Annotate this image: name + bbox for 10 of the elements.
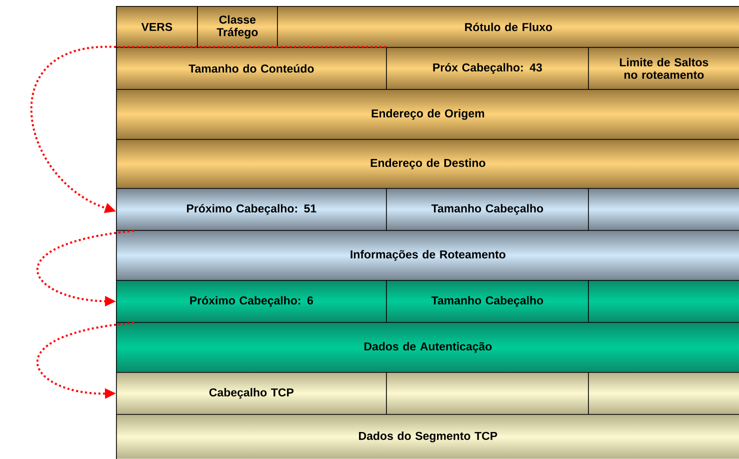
field-cell: Próx Cabeçalho: 43 xyxy=(386,47,589,90)
field-cell: Cabeçalho TCP xyxy=(116,372,387,415)
field-cell: Tamanho Cabeçalho xyxy=(386,188,589,231)
arrow xyxy=(30,46,386,213)
field-cell: Tamanho Cabeçalho xyxy=(386,280,589,323)
field-cell: Classe Tráfego xyxy=(197,6,278,48)
field-cell: Próximo Cabeçalho: 6 xyxy=(116,280,387,323)
field-cell: Limite de Saltos no roteamento xyxy=(588,47,739,90)
field-cell: VERS xyxy=(116,6,198,48)
field-cell: Próximo Cabeçalho: 51 xyxy=(116,188,387,231)
